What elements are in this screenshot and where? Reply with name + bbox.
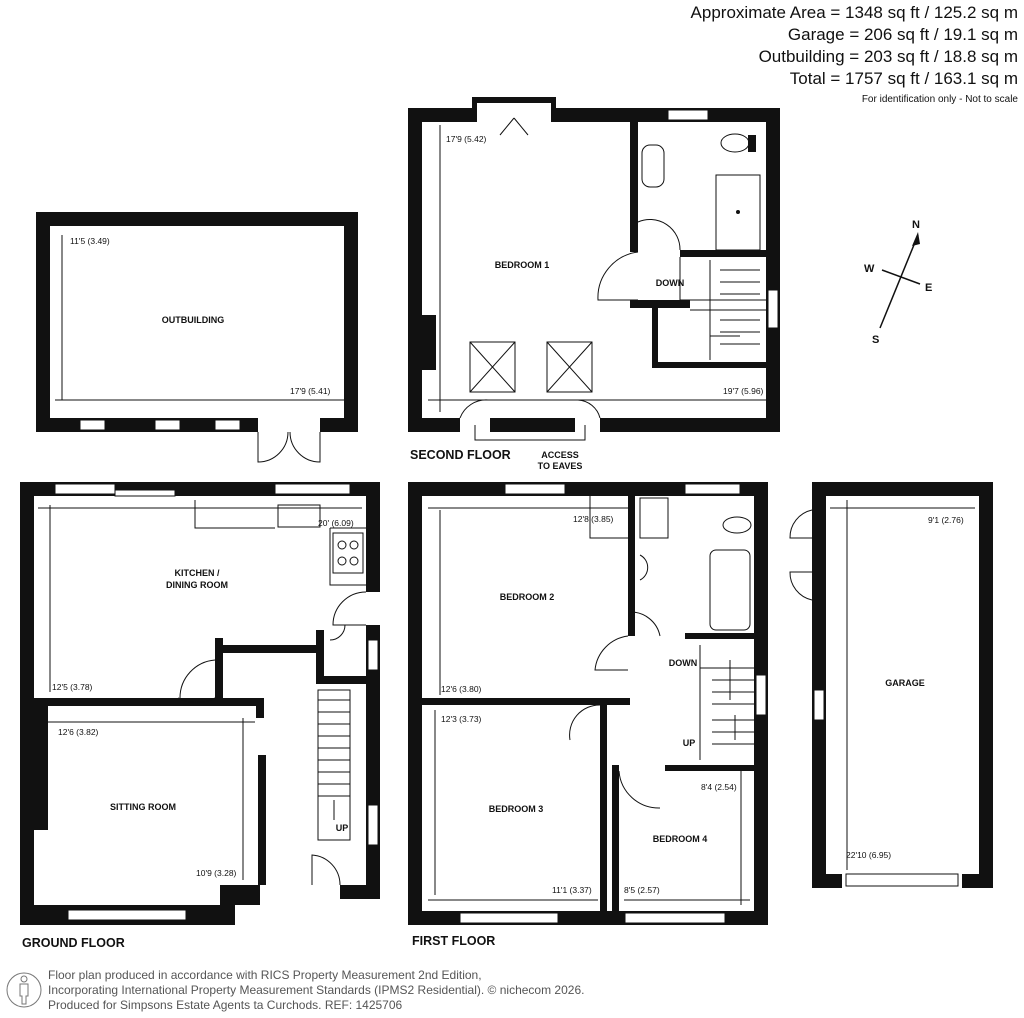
staircase (317, 689, 351, 841)
stairs-down-label: DOWN (656, 278, 685, 288)
compass-n: N (912, 219, 920, 231)
dimension-label: 8'4 (2.54) (701, 782, 737, 792)
window (214, 419, 241, 431)
area-total: Total = 1757 sq ft / 163.1 sq m (789, 69, 1018, 88)
footer-line: Floor plan produced in accordance with R… (48, 968, 482, 982)
garage-door (845, 873, 959, 887)
dimension-label: 22'10 (6.95) (846, 850, 891, 860)
room-label-bedroom-1: BEDROOM 1 (495, 260, 550, 270)
area-garage: Garage = 206 sq ft / 19.1 sq m (787, 25, 1018, 44)
window (624, 912, 726, 924)
window (684, 483, 741, 495)
french-door (257, 431, 321, 463)
garage-plan: 9'1 (2.76) 22'10 (6.95) GARAGE (789, 482, 993, 888)
floor-title-ground: GROUND FLOOR (22, 936, 125, 950)
compass-e: E (925, 282, 932, 294)
compass-s: S (872, 334, 879, 346)
dimension-label: 12'6 (3.80) (441, 684, 482, 694)
floor-title-second: SECOND FLOOR (410, 448, 511, 462)
shower-icon (715, 174, 761, 251)
window (755, 674, 767, 716)
toilet-icon (722, 516, 752, 534)
dimension-label: 11'1 (3.37) (552, 885, 592, 895)
stairs-up-label: UP (683, 738, 696, 748)
bath-basin-icon (641, 144, 665, 188)
sink-icon (277, 504, 321, 528)
window (459, 912, 559, 924)
window (79, 419, 106, 431)
toilet-icon (720, 133, 750, 153)
first-floor-plan: 12'8 (3.85) 12'6 (3.80) 12'3 (3.73) 11'1… (408, 482, 768, 948)
dimension-label: 12'3 (3.73) (441, 714, 482, 724)
room-label-outbuilding: OUTBUILDING (162, 315, 225, 325)
area-approx: Approximate Area = 1348 sq ft / 125.2 sq… (690, 3, 1018, 22)
window (274, 483, 351, 495)
door-swing (569, 611, 661, 809)
window (667, 109, 709, 121)
footer-line: Produced for Simpsons Estate Agents ta C… (48, 998, 403, 1012)
window (154, 419, 181, 431)
dimension-label: 9'1 (2.76) (928, 515, 964, 525)
staircase (699, 645, 754, 760)
dimension-label: 12'5 (3.78) (52, 682, 93, 692)
bath-icon (709, 549, 751, 631)
door-swing (177, 591, 367, 886)
skylight (546, 341, 593, 393)
window (54, 483, 116, 495)
outbuilding-plan: 11'5 (3.49) 17'9 (5.41) OUTBUILDING (36, 212, 358, 463)
dimension-label: 17'9 (5.41) (290, 386, 331, 396)
room-label-garage: GARAGE (885, 678, 925, 688)
room-label-sitting-room: SITTING ROOM (110, 802, 176, 812)
room-label-kitchen: KITCHEN / (175, 568, 220, 578)
worktop (194, 500, 366, 586)
person-icon (6, 972, 42, 1008)
compass-w: W (864, 263, 875, 275)
area-outbuilding: Outbuilding = 203 sq ft / 18.8 sq m (758, 47, 1018, 66)
compass-icon: N S W E (864, 219, 932, 346)
area-summary: Approximate Area = 1348 sq ft / 125.2 sq… (691, 2, 1018, 105)
room-label-bedroom-4: BEDROOM 4 (653, 834, 708, 844)
room-label-kitchen: DINING ROOM (166, 580, 228, 590)
dimension-label: 10'9 (3.28) (196, 868, 237, 878)
dimension-label: 20' (6.09) (318, 518, 354, 528)
second-floor-plan: 17'9 (5.42) 19'7 (5.96) BEDROOM 1 DOWN A… (408, 97, 780, 471)
window (504, 483, 566, 495)
access-to-eaves-label: ACCESS (541, 450, 579, 460)
dimension-label: 12'8 (3.85) (573, 514, 614, 524)
window (67, 909, 187, 921)
shower-icon (639, 497, 669, 539)
room-label-bedroom-3: BEDROOM 3 (489, 804, 544, 814)
skylight (469, 341, 516, 393)
french-door (789, 509, 813, 601)
footer-disclaimer: Floor plan produced in accordance with R… (48, 968, 584, 1013)
dimension-label: 12'6 (3.82) (58, 727, 99, 737)
scale-note: For identification only - Not to scale (861, 94, 1018, 105)
floor-title-first: FIRST FLOOR (412, 934, 495, 948)
window (813, 689, 825, 721)
stairs-down-label: DOWN (669, 658, 698, 668)
window (367, 639, 379, 671)
window (767, 289, 779, 329)
dimension-label: 8'5 (2.57) (624, 885, 660, 895)
window (114, 489, 176, 497)
ground-floor-plan: 20' (6.09) 12'5 (3.78) 12'6 (3.82) 10'9 … (20, 482, 380, 950)
dimension-label: 11'5 (3.49) (70, 236, 110, 246)
dimension-label: 17'9 (5.42) (446, 134, 487, 144)
basin-icon (639, 554, 649, 581)
dimension-label: 19'7 (5.96) (723, 386, 764, 396)
footer-line: Incorporating International Property Mea… (48, 983, 585, 997)
stairs-up-label: UP (336, 823, 349, 833)
staircase (679, 257, 766, 360)
room-label-bedroom-2: BEDROOM 2 (500, 592, 555, 602)
access-to-eaves-label: TO EAVES (538, 461, 583, 471)
window (367, 804, 379, 846)
hob-icon (332, 532, 364, 574)
